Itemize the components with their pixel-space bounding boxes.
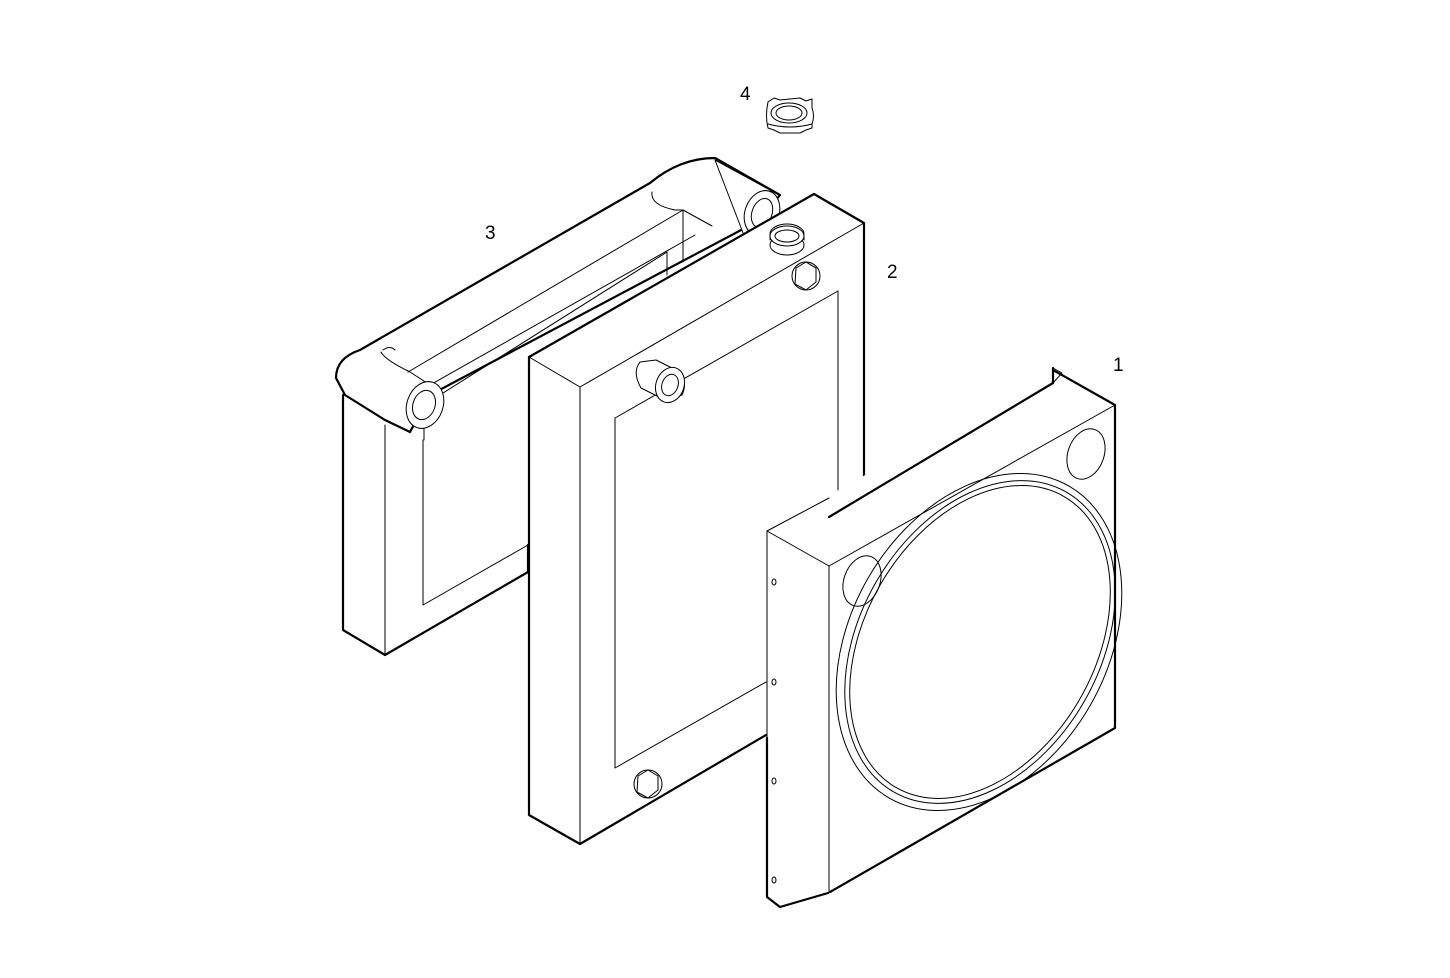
fitting-top-front: [635, 359, 686, 404]
part-2-radiator-core: [527, 192, 866, 846]
callout-label-3: 3: [485, 223, 496, 244]
part-4-filler-cap: [766, 97, 814, 134]
callout-label-1: 1: [1113, 355, 1124, 376]
fitting-top-rear: [769, 223, 805, 256]
callout-label-2: 2: [887, 262, 898, 283]
part-3-radiator: [334, 156, 782, 657]
bolt-bottom: [633, 769, 663, 799]
callout-label-4: 4: [740, 84, 751, 105]
part-1-fan-shroud: [765, 366, 1123, 909]
bolt-top: [791, 261, 821, 291]
